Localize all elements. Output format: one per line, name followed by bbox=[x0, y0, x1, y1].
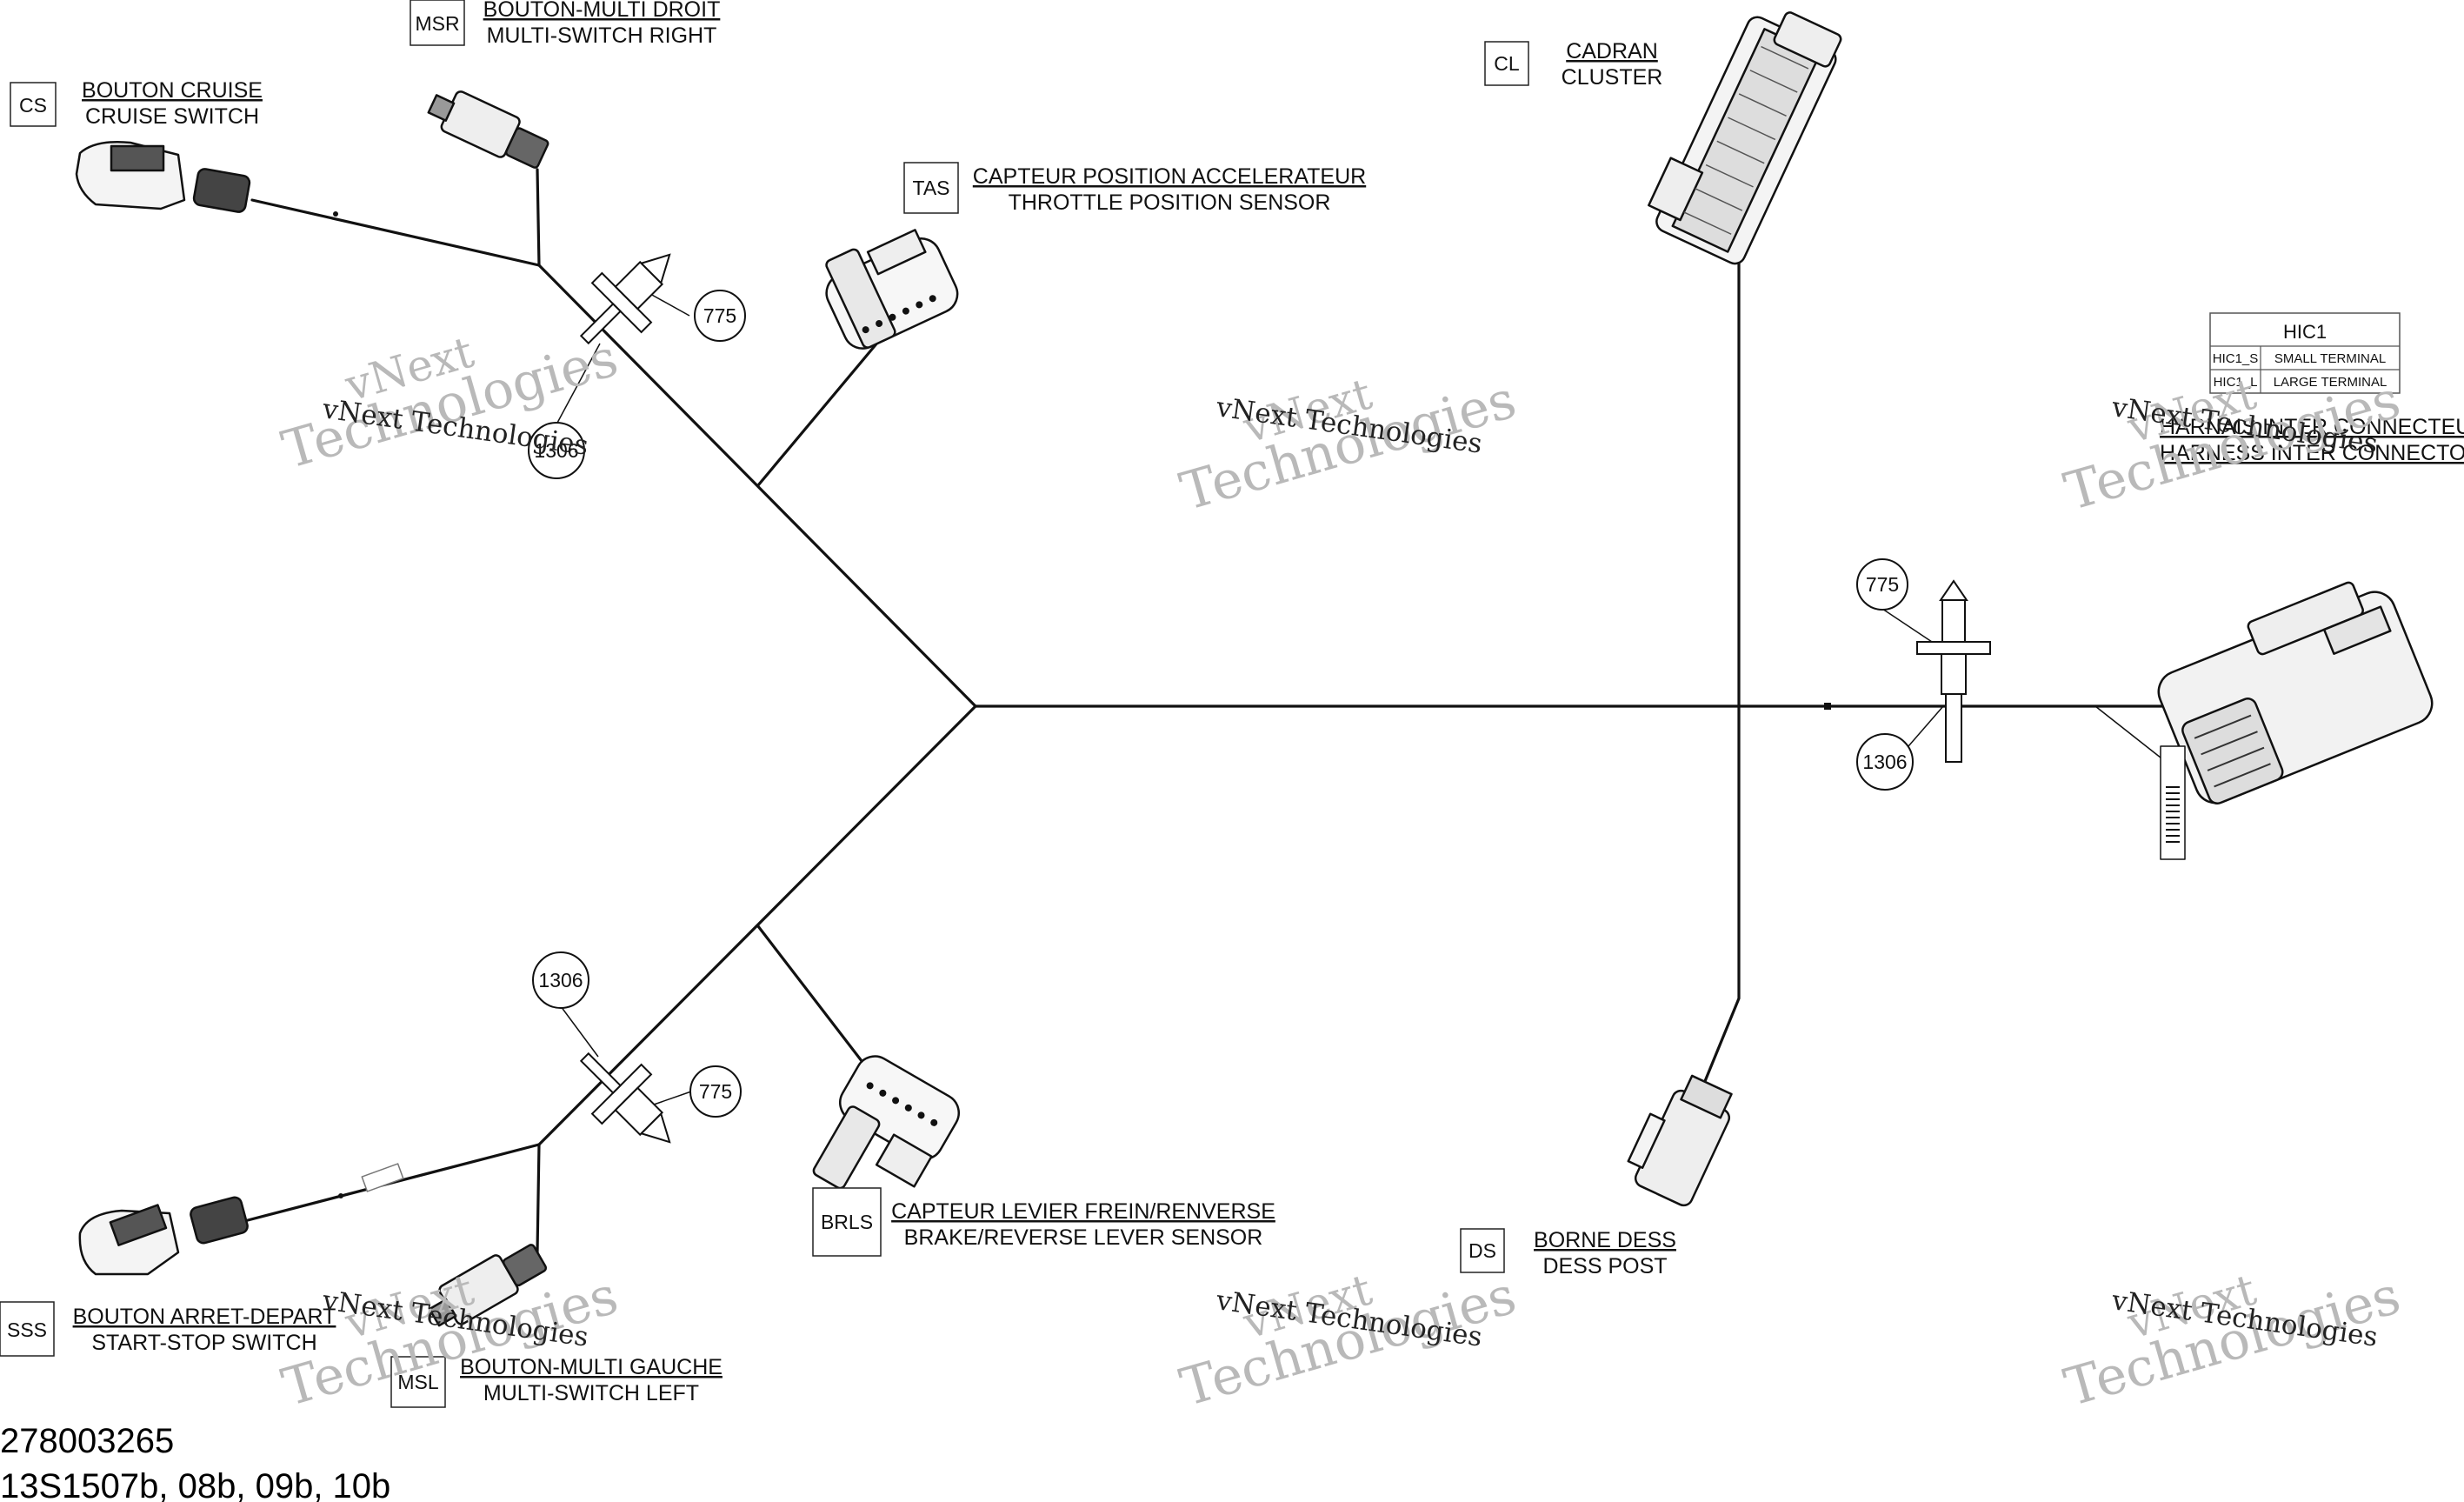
svg-text:DS: DS bbox=[1468, 1239, 1496, 1262]
code-box-brls: BRLS bbox=[812, 1187, 882, 1257]
cs-label-en: CRUISE SWITCH bbox=[85, 104, 259, 129]
cl-label-fr: CADRAN bbox=[1566, 39, 1658, 63]
svg-text:TAS: TAS bbox=[912, 177, 949, 199]
hic1-row-desc: LARGE TERMINAL bbox=[2274, 375, 2387, 390]
hic1-table-title: HIC1 bbox=[2283, 321, 2327, 343]
harness-wires bbox=[246, 168, 2171, 1254]
push-clip-top bbox=[579, 253, 671, 345]
code-box-cl: CL bbox=[1484, 41, 1529, 86]
harness-tag bbox=[2094, 705, 2186, 860]
fasteners bbox=[579, 253, 1991, 1144]
cruise-switch-connector bbox=[75, 141, 251, 213]
brls-label-fr: CAPTEUR LEVIER FREIN/RENVERSE bbox=[891, 1199, 1275, 1224]
tas-wire bbox=[756, 340, 880, 487]
svg-text:MSR: MSR bbox=[415, 12, 459, 35]
msl-label-fr: BOUTON-MULTI GAUCHE bbox=[460, 1355, 723, 1379]
callout-label: 1306 bbox=[1862, 751, 1907, 773]
harness-inter-connector bbox=[2157, 581, 2434, 804]
hic-label-fr: HARNAIS INTER CONNECTEUR bbox=[2160, 415, 2464, 439]
drawing-references: 13S1507b, 08b, 09b, 10b bbox=[0, 1467, 390, 1502]
cluster-dess-wire bbox=[1694, 257, 1741, 1106]
ds-label-fr: BORNE DESS bbox=[1534, 1228, 1676, 1252]
callout-label: 775 bbox=[699, 1080, 732, 1103]
msl-label-en: MULTI-SWITCH LEFT bbox=[483, 1381, 699, 1405]
footer: 278003265 13S1507b, 08b, 09b, 10b bbox=[0, 1422, 390, 1502]
sss-label-fr: BOUTON ARRET-DEPART bbox=[73, 1305, 336, 1329]
callout-1306-top: 1306 bbox=[528, 343, 601, 479]
code-box-ds: DS bbox=[1460, 1228, 1505, 1273]
ds-label-en: DESS POST bbox=[1542, 1254, 1667, 1278]
msr-wire bbox=[536, 168, 541, 267]
callout-label: 775 bbox=[703, 304, 736, 327]
sss-label-en: START-STOP SWITCH bbox=[91, 1331, 316, 1355]
msl-wire bbox=[536, 1143, 541, 1254]
callout-label: 1306 bbox=[538, 969, 583, 991]
callout-775-right: 775 bbox=[1856, 558, 1933, 643]
svg-text:BRLS: BRLS bbox=[821, 1211, 873, 1233]
msr-connector bbox=[427, 90, 549, 169]
hic1-row-desc: SMALL TERMINAL bbox=[2274, 351, 2386, 366]
svg-text:CS: CS bbox=[19, 94, 47, 117]
connectors bbox=[75, 11, 2434, 1327]
component-labels: BOUTON-MULTI DROIT MULTI-SWITCH RIGHT BO… bbox=[73, 0, 2464, 1405]
code-boxes: MSR CS TAS CL BRLS DS SSS MSL bbox=[0, 0, 1529, 1408]
cruise-switch-wire bbox=[250, 198, 541, 267]
callout-775-bottom: 775 bbox=[653, 1065, 742, 1118]
code-box-tas: TAS bbox=[903, 162, 959, 214]
push-clip-right bbox=[1916, 579, 1991, 763]
tas-connector bbox=[825, 229, 959, 350]
svg-text:CL: CL bbox=[1494, 52, 1520, 75]
dess-post-connector bbox=[1627, 1074, 1733, 1207]
hic1-row-code: HIC1_L bbox=[2214, 375, 2258, 390]
code-box-msl: MSL bbox=[390, 1356, 446, 1408]
tas-label-fr: CAPTEUR POSITION ACCELERATEUR bbox=[973, 164, 1366, 189]
tas-label-en: THROTTLE POSITION SENSOR bbox=[1009, 190, 1331, 215]
callouts: 775 1306 775 1306 1306 775 bbox=[528, 290, 1944, 1118]
callout-775-top: 775 bbox=[649, 290, 746, 342]
watermarks: vNext Technologies vNext Technologies vN… bbox=[276, 327, 2407, 1419]
hic-label-en: HARNESS INTER CONNECTOR bbox=[2160, 441, 2464, 465]
splice-markers bbox=[333, 211, 1831, 1198]
svg-text:SSS: SSS bbox=[7, 1318, 47, 1341]
wire-marker bbox=[361, 1163, 404, 1192]
hic1-terminal-table: HIC1 HIC1_S SMALL TERMINAL HIC1_L LARGE … bbox=[2209, 312, 2401, 394]
callout-1306-right: 1306 bbox=[1856, 705, 1944, 791]
msl-connector bbox=[428, 1244, 548, 1327]
code-box-sss: SSS bbox=[0, 1301, 55, 1357]
svg-text:MSL: MSL bbox=[397, 1371, 439, 1393]
msr-label-en: MULTI-SWITCH RIGHT bbox=[487, 23, 717, 48]
callout-1306-bottom: 1306 bbox=[532, 951, 599, 1058]
start-stop-switch-connector bbox=[78, 1196, 249, 1276]
push-clip-bottom bbox=[579, 1051, 671, 1144]
cs-label-fr: BOUTON CRUISE bbox=[82, 78, 263, 103]
msr-label-fr: BOUTON-MULTI DROIT bbox=[483, 0, 721, 22]
code-box-msr: MSR bbox=[410, 0, 465, 46]
hic1-row-code: HIC1_S bbox=[2213, 351, 2259, 366]
brls-label-en: BRAKE/REVERSE LEVER SENSOR bbox=[904, 1225, 1263, 1250]
part-number: 278003265 bbox=[0, 1422, 174, 1460]
callout-label: 1306 bbox=[534, 439, 578, 462]
brls-connector bbox=[812, 1055, 960, 1190]
cluster-connector bbox=[1648, 11, 1842, 265]
code-box-cs: CS bbox=[10, 82, 57, 127]
cl-label-en: CLUSTER bbox=[1562, 65, 1663, 90]
callout-label: 775 bbox=[1866, 573, 1899, 596]
